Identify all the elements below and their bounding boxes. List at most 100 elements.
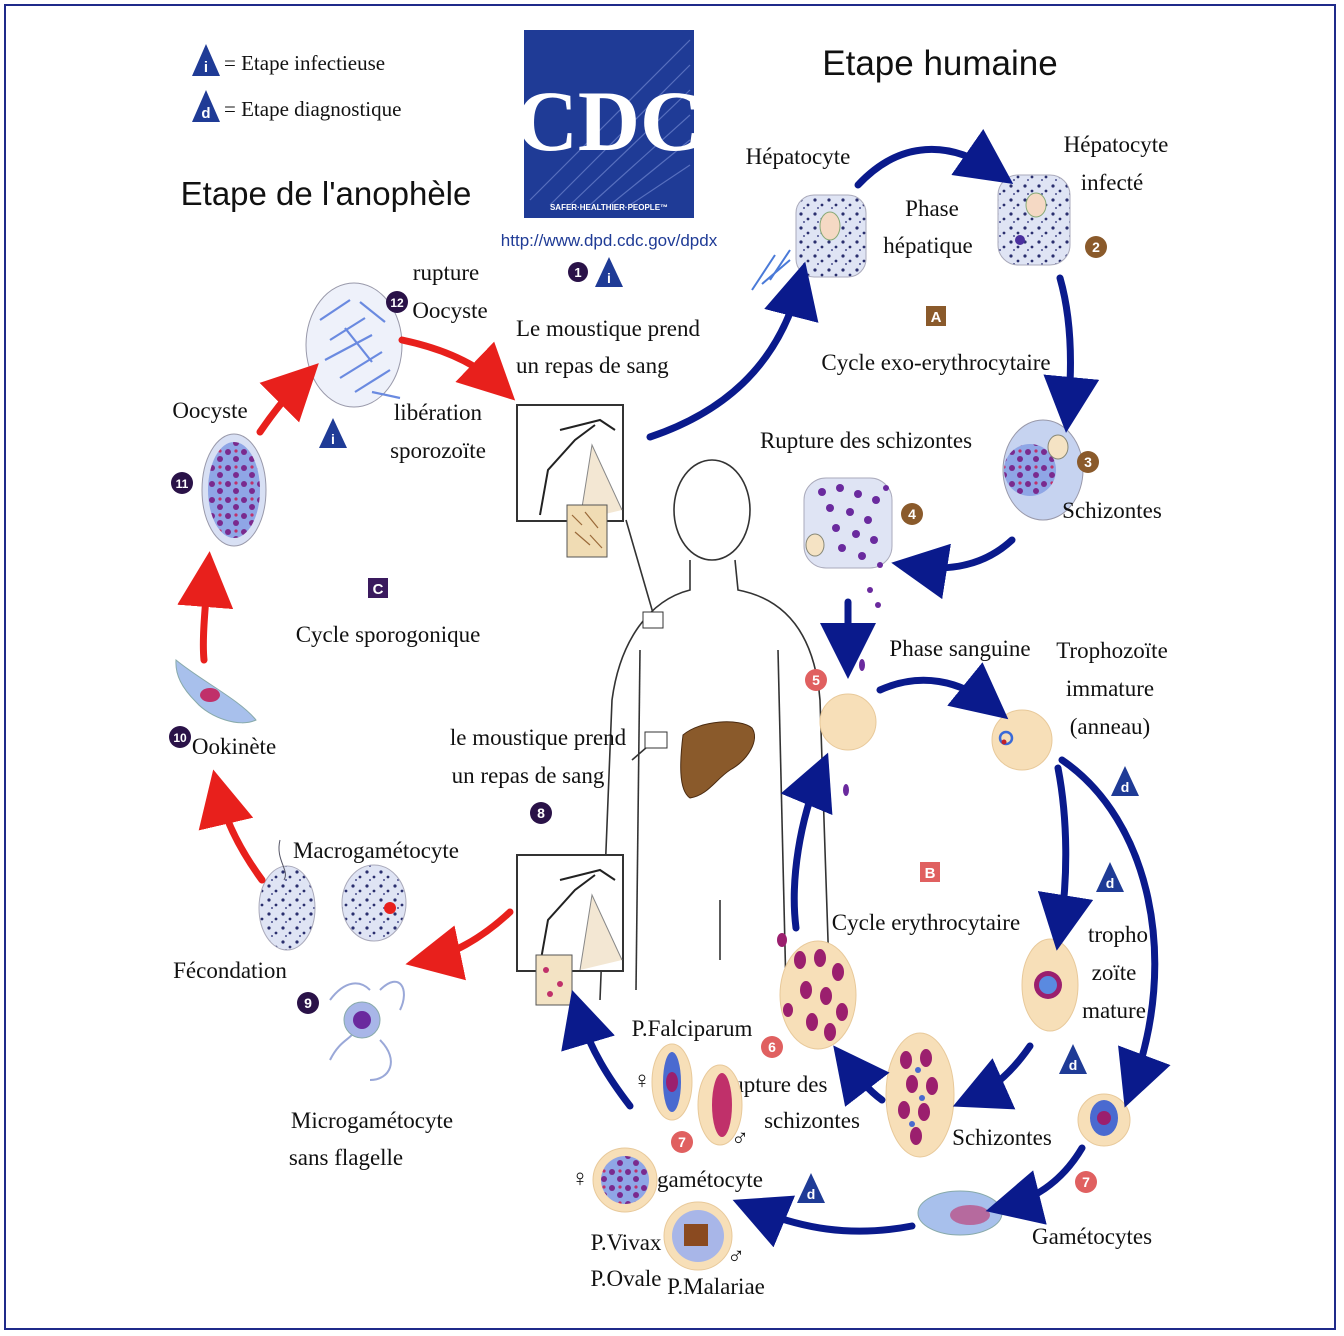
step-8-label-line1: le moustique prend (450, 725, 627, 750)
arrow-mature-to-schizont (972, 1046, 1030, 1098)
step-8-label-line2: un repas de sang (452, 763, 605, 788)
diagnostic-icon-3: d (1059, 1044, 1087, 1074)
arrow-gametocyte-to-elongated (1006, 1148, 1082, 1206)
liver-icon (681, 722, 755, 798)
bite-site-1 (643, 612, 663, 628)
svg-text:A: A (931, 309, 942, 326)
arrow-oocyst-to-rupture (260, 378, 304, 432)
svg-text:d: d (1106, 875, 1115, 891)
hepatic-phase-line1: Phase (905, 196, 959, 221)
elongated-gametocyte-cell (918, 1191, 1002, 1235)
diagnostic-icon-2: d (1096, 862, 1124, 892)
gametocytes-label: Gamétocytes (1032, 1224, 1152, 1249)
infected-hepatocyte-label-line1: Hépatocyte (1064, 132, 1169, 157)
svg-text:i: i (607, 270, 611, 286)
cdc-tagline: SAFER·HEALTHIER·PEOPLE™ (550, 203, 668, 212)
female-symbol-2: ♀ (571, 1166, 589, 1192)
p-vivax-label: P.Vivax (591, 1230, 662, 1255)
blood-schizont-cell (886, 1033, 954, 1157)
svg-text:1: 1 (574, 265, 581, 280)
macrogametocyte-label: Macrogamétocyte (293, 838, 459, 863)
mature-trophozoite-cell (1022, 939, 1078, 1031)
blood-phase-label: Phase sanguine (889, 636, 1030, 661)
step-1-label-line2: un repas de sang (516, 353, 669, 378)
infective-stage-label: = Etape infectieuse (224, 51, 385, 75)
microgametocyte-line2: sans flagelle (289, 1145, 403, 1170)
step-6-badge: 6 (761, 1036, 783, 1058)
arrow-tropho-to-mature (1058, 768, 1066, 930)
svg-text:7: 7 (1082, 1174, 1090, 1190)
step-1-badge: 1 (568, 262, 588, 282)
mature-tropho-line2: zoïte (1092, 960, 1137, 985)
ookinete-label: Ookinète (192, 734, 276, 759)
svg-text:9: 9 (304, 995, 312, 1011)
infected-hepatocyte-label-line2: infecté (1081, 170, 1144, 195)
mature-tropho-line1: tropho (1088, 922, 1148, 947)
liberation-infective-icon: i (319, 418, 347, 448)
infective-stage-icon: i (192, 44, 220, 76)
cdc-logo-text: CDC (516, 73, 702, 169)
arrow-rupture-to-rbc (794, 772, 820, 928)
hepatocyte-cell (796, 195, 866, 277)
svg-text:3: 3 (1084, 454, 1092, 470)
oocyst-cell (202, 434, 266, 546)
falciparum-gametocytes (652, 1044, 742, 1145)
p-falciparum-label: P.Falciparum (632, 1016, 753, 1041)
oocyst-label: Oocyste (172, 398, 247, 423)
infective-symbol: i (204, 59, 208, 76)
female-symbol-1: ♀ (633, 1068, 651, 1094)
diagnostic-symbol: d (201, 105, 210, 122)
macrogametocyte-cell (342, 865, 406, 941)
svg-text:12: 12 (390, 296, 404, 310)
mosquito-bite-panel-2 (517, 855, 623, 1005)
human-stage-heading: Etape humaine (822, 44, 1057, 83)
ookinete-cell (176, 660, 256, 723)
rupture-schizontes-label: Rupture des schizontes (760, 428, 972, 453)
liberation-line2: sporozoïte (390, 438, 486, 463)
mature-tropho-line3: mature (1082, 998, 1146, 1023)
svg-text:C: C (373, 581, 384, 598)
svg-text:d: d (1121, 779, 1130, 795)
arrow-bite-to-liver (650, 282, 800, 437)
step-7-badge-left: 7 (671, 1131, 693, 1153)
cycle-c-badge: C (368, 578, 388, 598)
step-4-badge: 4 (901, 503, 923, 525)
merozoite-2 (843, 784, 849, 796)
svg-text:d: d (807, 1186, 816, 1202)
cycle-c-label: Cycle sporogonique (296, 622, 481, 647)
hepatic-phase-line2: hépatique (883, 233, 972, 258)
ruptured-schizont-cell (804, 478, 892, 608)
arrow-fecondation-to-ookinete (218, 790, 262, 880)
male-symbol-1: ♂ (731, 1126, 749, 1152)
svg-text:7: 7 (678, 1134, 686, 1150)
svg-text:d: d (1069, 1057, 1078, 1073)
fecondation-label: Fécondation (173, 958, 287, 983)
arrow-infected-to-schizont (1060, 278, 1070, 412)
merozoite (859, 659, 865, 671)
step-1-infective-icon: i (595, 257, 623, 287)
rupture-oocyst-line1: rupture (413, 260, 479, 285)
bite-site-2 (645, 732, 667, 748)
arrow-bite-to-gametocytes (426, 912, 510, 960)
cycle-a-badge: A (926, 306, 946, 326)
step-11-badge: 11 (171, 472, 193, 494)
arrow-ookinete-to-oocyst (203, 572, 208, 660)
step-8-badge: 8 (530, 802, 552, 824)
gametocyte-cell-right (1078, 1094, 1130, 1146)
immature-tropho-line1: Trophozoïte (1056, 638, 1168, 663)
liver-schizontes-label: Schizontes (1062, 498, 1162, 523)
arrow-rbc-to-tropho (880, 680, 992, 706)
diagnostic-stage-icon: d (192, 90, 220, 122)
infected-hepatocyte-cell (998, 175, 1070, 265)
step-1-label-line1: Le moustique prend (516, 316, 700, 341)
mosquito-bite-panel-1 (517, 405, 623, 557)
step-2-badge: 2 (1085, 236, 1107, 258)
step-12-badge: 12 (386, 291, 408, 313)
cycle-b-label: Cycle erythrocytaire (832, 910, 1020, 935)
step-9-badge: 9 (297, 992, 319, 1014)
blood-schizontes-label: Schizontes (952, 1125, 1052, 1150)
microgametocyte-cell (330, 982, 404, 1080)
blood-rupture-line2: schizontes (764, 1108, 860, 1133)
arrow-schizont-to-rupture-blood (846, 1062, 882, 1100)
